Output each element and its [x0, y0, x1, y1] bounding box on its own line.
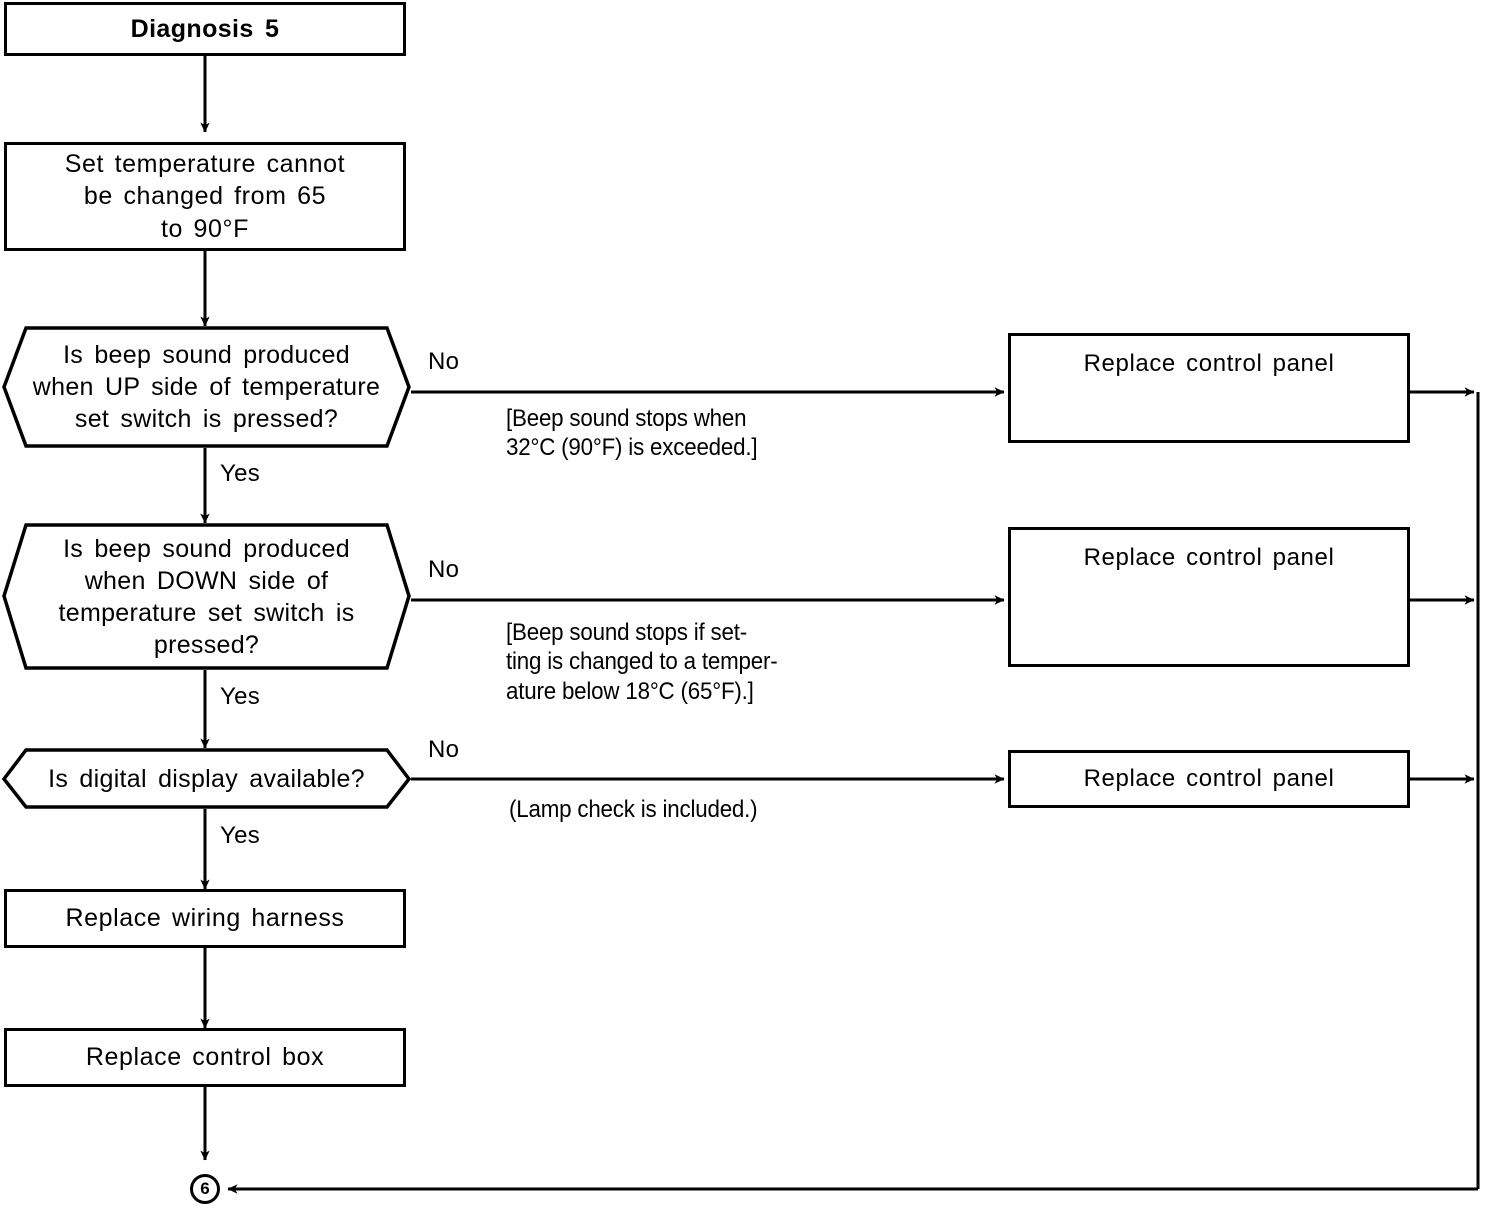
diagnosis-title-text: Diagnosis 5: [130, 14, 280, 43]
decision-hexagon-outline: [2, 326, 411, 448]
symptom-box: Set temperature cannot be changed from 6…: [4, 142, 406, 251]
branch-label-q3-no: No: [428, 736, 460, 763]
decision-beep-down-switch: Is beep sound produced when DOWN side of…: [2, 523, 411, 670]
replace-control-box-box: Replace control box: [4, 1028, 406, 1087]
replace-control-panel-text-1: Replace control panel: [1083, 350, 1335, 377]
branch-label-q2-yes: Yes: [220, 683, 261, 710]
branch-label-q1-no: No: [428, 348, 460, 375]
decision-digital-display: Is digital display available?: [1, 748, 412, 809]
replace-control-panel-box-3: Replace control panel: [1008, 750, 1410, 808]
note-lamp-check-included: (Lamp check is included.): [509, 796, 758, 823]
diagnosis-title-box: Diagnosis 5: [4, 2, 406, 56]
decision-hexagon-outline: [1, 748, 412, 809]
decision-hexagon-outline: [2, 523, 411, 670]
offpage-connector-label: 6: [200, 1179, 210, 1198]
symptom-box-text: Set temperature cannot be changed from 6…: [64, 149, 346, 243]
replace-control-panel-text-3: Replace control panel: [1083, 765, 1335, 793]
branch-label-q2-no: No: [428, 556, 460, 583]
replace-control-panel-box-2: Replace control panel: [1008, 527, 1410, 667]
branch-label-q3-yes: Yes: [220, 822, 261, 849]
replace-control-box-text: Replace control box: [85, 1043, 325, 1072]
replace-wiring-harness-text: Replace wiring harness: [65, 904, 345, 933]
decision-beep-up-switch: Is beep sound produced when UP side of t…: [2, 326, 411, 448]
decision-beep-up-switch-text: Is beep sound produced when UP side of t…: [32, 341, 381, 433]
branch-label-q1-yes: Yes: [220, 460, 261, 487]
note-beep-stops-above-32c: [Beep sound stops when 32°C (90°F) is ex…: [506, 405, 758, 462]
note-beep-stops-below-18c: [Beep sound stops if set- ting is change…: [506, 619, 778, 705]
offpage-connector-6: 6: [190, 1174, 220, 1204]
replace-control-panel-text-2: Replace control panel: [1083, 544, 1335, 571]
decision-beep-down-switch-text: Is beep sound produced when DOWN side of…: [58, 534, 355, 659]
decision-digital-display-text: Is digital display available?: [48, 764, 365, 793]
replace-control-panel-box-1: Replace control panel: [1008, 333, 1410, 443]
replace-wiring-harness-box: Replace wiring harness: [4, 889, 406, 948]
